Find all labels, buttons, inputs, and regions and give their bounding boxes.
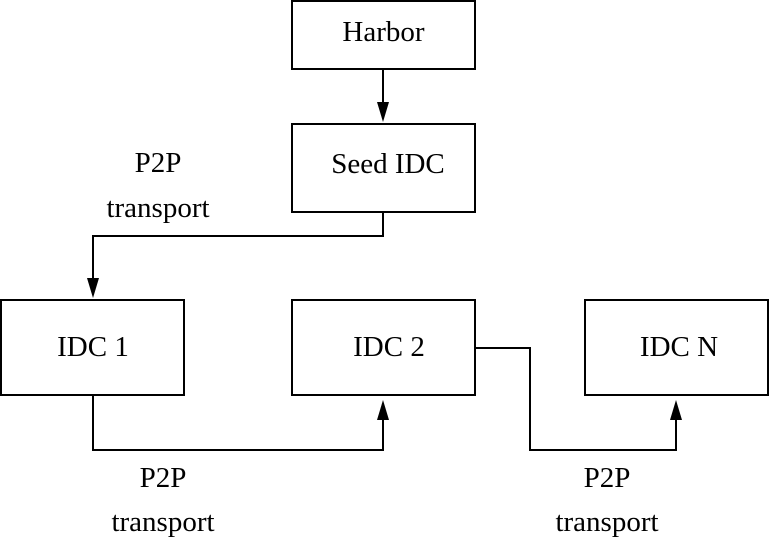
node-idc2-box: [291, 299, 476, 396]
edge-label-line1: P2P: [135, 147, 182, 179]
node-idc1: IDC 1: [0, 299, 185, 396]
edge-label-line2: transport: [106, 192, 209, 224]
edge-idc2-to-idcn: [475, 347, 682, 451]
edge-label-idc1-to-idc2: P2P transport: [111, 462, 214, 538]
edge-seed-to-idc1-line: [92, 212, 384, 280]
arrowhead-icon: [377, 102, 389, 122]
node-idcn-box: [584, 299, 769, 396]
edge-idc1-to-idc2: [92, 395, 389, 451]
node-idcn-label: IDC N: [640, 331, 718, 363]
node-idc2-label: IDC 2: [353, 331, 425, 363]
node-seed-idc: Seed IDC: [291, 123, 476, 213]
edge-label-line1: P2P: [584, 462, 631, 494]
edge-label-idc2-to-idcn: P2P transport: [555, 462, 658, 538]
node-idc1-label: IDC 1: [57, 331, 129, 363]
edge-seed-to-idc1: [87, 212, 384, 298]
edge-label-line1: P2P: [140, 462, 187, 494]
node-idc2: IDC 2: [291, 299, 476, 396]
edge-harbor-to-seed: [377, 69, 389, 122]
node-idcn: IDC N: [584, 299, 769, 396]
edge-label-line2: transport: [555, 506, 658, 538]
node-harbor-label: Harbor: [342, 16, 424, 48]
node-seed-idc-label: Seed IDC: [331, 148, 445, 180]
node-idc1-box: [0, 299, 185, 396]
edge-label-seed-to-idc1: P2P transport: [106, 147, 209, 224]
node-seed-idc-box: [291, 123, 476, 213]
edge-label-line2: transport: [111, 506, 214, 538]
arrowhead-icon: [377, 400, 389, 420]
edge-idc2-to-idcn-line: [475, 347, 677, 451]
edge-idc1-to-idc2-line: [92, 395, 384, 451]
arrowhead-icon: [670, 400, 682, 420]
node-harbor-box: [291, 0, 476, 70]
arrowhead-icon: [87, 278, 99, 298]
node-harbor: Harbor: [291, 0, 476, 70]
